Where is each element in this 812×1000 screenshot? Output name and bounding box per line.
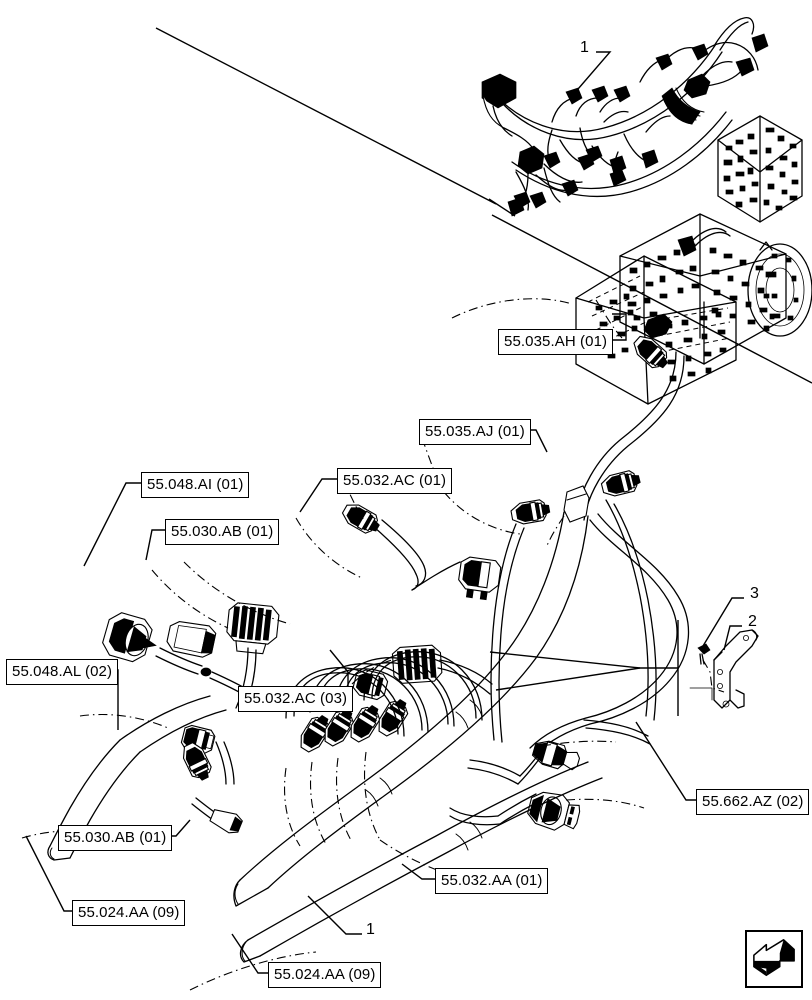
ref-label-55-048-al-02[interactable]: 55.048.AL (02) — [6, 659, 119, 685]
detail-frame-lines — [155, 27, 812, 384]
ref-label-55-032-aa-01[interactable]: 55.032.AA (01) — [435, 868, 549, 894]
item-number-2: 2 — [748, 613, 757, 630]
ref-label-55-030-ab-01-upper[interactable]: 55.030.AB (01) — [165, 519, 280, 545]
ref-label-55-030-ab-01-lower[interactable]: 55.030.AB (01) — [58, 825, 173, 851]
item-number-3: 3 — [750, 585, 759, 602]
bracket-detail — [489, 597, 759, 716]
ref-label-55-024-aa-09-bottom[interactable]: 55.024.AA (09) — [268, 962, 382, 988]
view-direction-arrow-icon — [745, 930, 803, 988]
ref-label-55-035-ah-01[interactable]: 55.035.AH (01) — [498, 329, 614, 355]
ref-label-55-024-aa-09-left[interactable]: 55.024.AA (09) — [72, 900, 186, 926]
ref-label-55-032-ac-01[interactable]: 55.032.AC (01) — [337, 468, 453, 494]
ref-label-55-035-aj-01[interactable]: 55.035.AJ (01) — [419, 419, 531, 445]
harness-detail-illustration — [481, 17, 769, 217]
engine-assembly-illustration — [451, 115, 812, 405]
item-number-1-top: 1 — [580, 39, 589, 56]
ref-label-55-662-az-02[interactable]: 55.662.AZ (02) — [696, 789, 810, 815]
main-harness-assembly — [47, 313, 690, 963]
item-number-1-bottom: 1 — [366, 921, 375, 938]
ref-label-55-048-ai-01[interactable]: 55.048.AI (01) — [141, 472, 250, 498]
ref-label-55-032-ac-03[interactable]: 55.032.AC (03) — [238, 686, 354, 712]
